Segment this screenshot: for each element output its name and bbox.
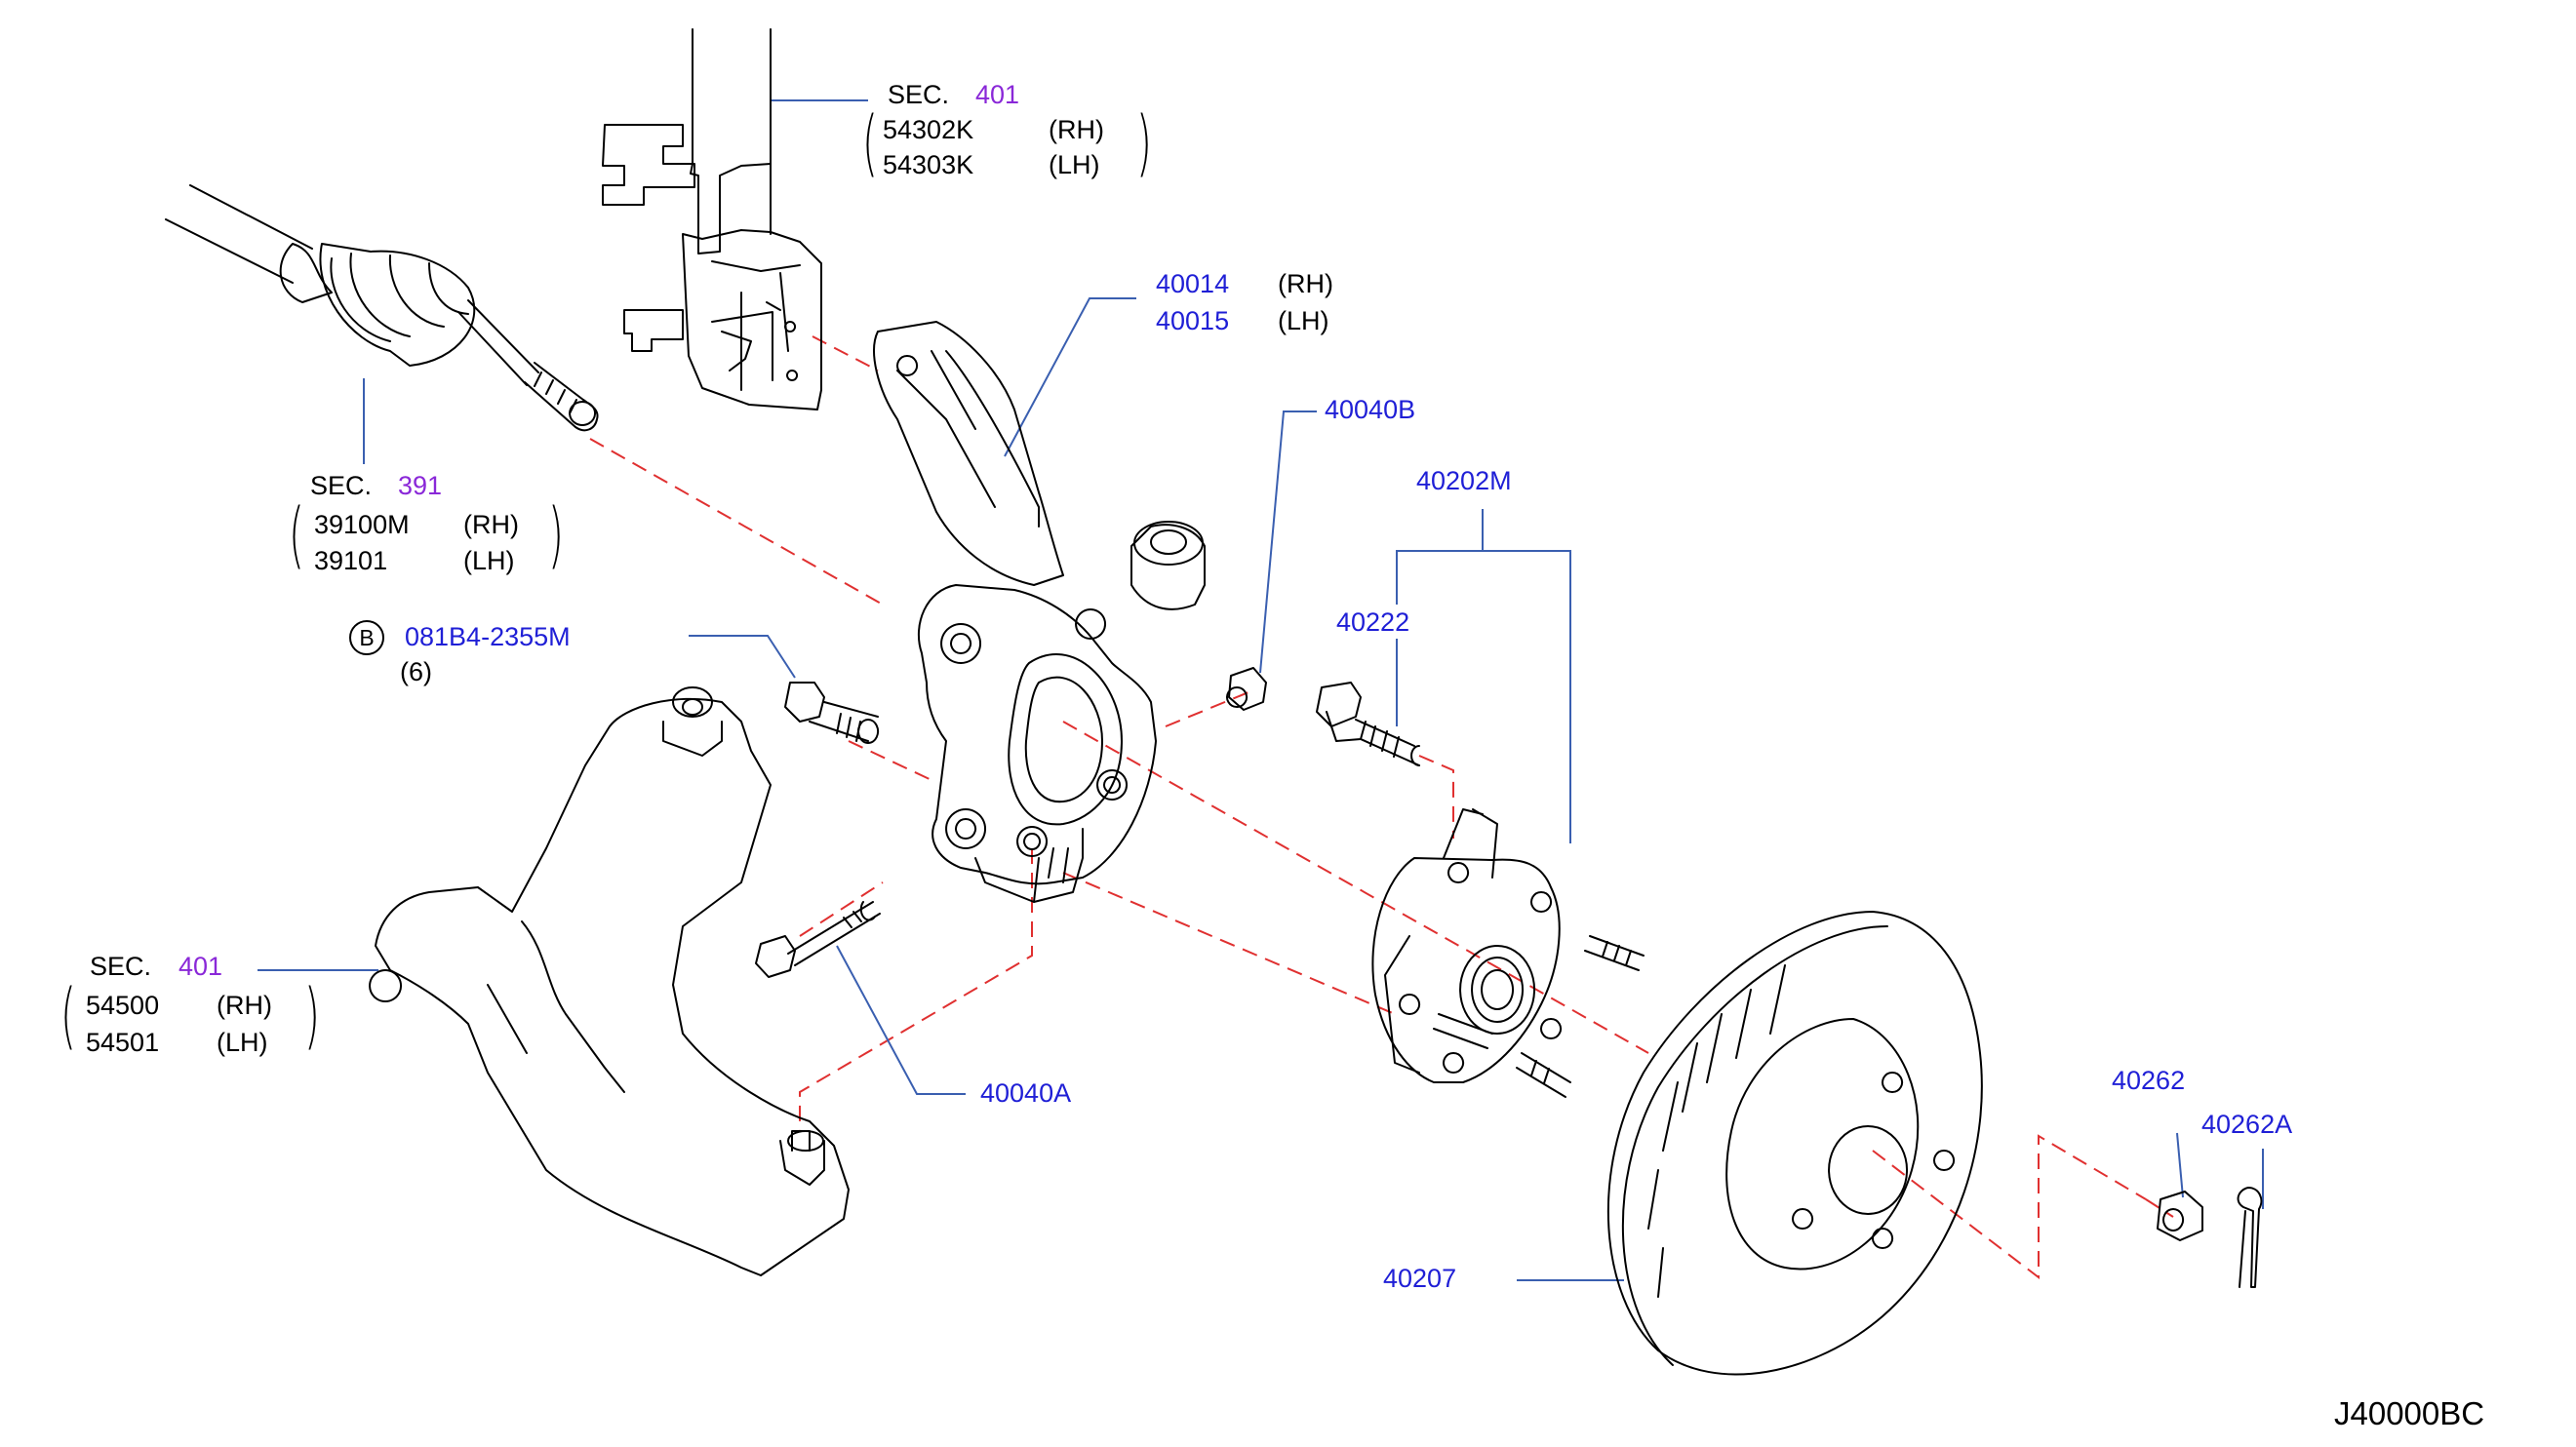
lower-arm-paren-close: ) [304,974,320,1058]
nut-40040b [1226,667,1267,711]
centerline-40040a [799,881,884,937]
leader-40040b [1259,411,1317,674]
centerline-strut-knuckle [812,335,879,372]
knuckle-side-lh: (LH) [1278,306,1329,335]
strut-paren-close: ) [1136,101,1152,185]
diagram-code: J40000BC [2334,1395,2485,1431]
assembly-centerlines [589,335,2174,1280]
centerline-driveshaft [589,438,884,606]
driveshaft-side-rh: (RH) [463,510,519,539]
steering-knuckle [873,321,1206,903]
knuckle-side-rh: (RH) [1278,269,1333,298]
driveshaft-paren-close: ) [548,493,564,577]
lower-control-arm [369,686,850,1276]
bolt-b-quantity: (6) [400,657,432,686]
lower-arm-paren-open: ( [60,974,76,1058]
lower-arm-part-rh: 54500 [86,991,160,1020]
centerline-rotor-nut [1872,1134,2147,1280]
bolt-081b4 [784,682,880,744]
lower-arm-sec-number[interactable]: 401 [178,952,223,981]
hub-nut-label[interactable]: 40262 [2112,1066,2186,1095]
leader-bolt-b [689,635,796,679]
lower-arm-sec-word: SEC. [90,952,152,981]
strut-sec-number[interactable]: 401 [975,80,1020,109]
leader-40040a [836,945,966,1095]
hub-bolt-label[interactable]: 40222 [1336,607,1410,637]
hub-bolt-40222 [1316,682,1421,767]
lower-arm-side-rh: (RH) [217,991,272,1020]
strut-side-rh: (RH) [1049,115,1104,144]
strut-part-rh: 54302K [883,115,974,144]
rotor-label[interactable]: 40207 [1383,1264,1457,1293]
driveshaft-part-rh: 39100M [314,510,410,539]
bolt-b-symbol: B [349,620,384,655]
leader-lines [258,99,2264,1281]
strut-assembly [602,28,822,411]
knuckle-part-lh[interactable]: 40015 [1156,306,1230,335]
driveshaft-paren-open: ( [289,493,304,577]
driveshaft-sec-word: SEC. [310,471,373,500]
lower-arm-side-lh: (LH) [217,1028,268,1057]
leader-40262 [2176,1132,2184,1198]
brake-rotor-40207 [1606,911,1983,1376]
driveshaft-sec-number[interactable]: 391 [398,471,443,500]
knuckle-part-rh[interactable]: 40014 [1156,269,1230,298]
cotter-pin-40262a [2237,1187,2263,1288]
bolt-40040a [755,901,881,978]
hub-assembly [1371,808,1645,1098]
centerline-40040b [1165,691,1249,727]
strut-paren-open: ( [862,101,878,185]
driveshaft-side-lh: (LH) [463,546,515,575]
leader-40202m [1396,509,1571,843]
centerline-bolts-upper [848,740,932,781]
hub-assy-label[interactable]: 40202M [1416,466,1512,495]
centerline-hub-lower [1062,872,1396,1015]
nut-40040b-label[interactable]: 40040B [1325,395,1416,424]
centerline-cotter [2145,1198,2174,1218]
strut-side-lh: (LH) [1049,150,1100,179]
strut-part-lh: 54303K [883,150,974,179]
centerline-hub-axis [1062,721,1649,1054]
drive-shaft [165,184,599,432]
lower-arm-part-lh: 54501 [86,1028,160,1057]
hub-nut-40262 [2157,1191,2203,1241]
knuckle-bolt-label[interactable]: 40040A [980,1078,1072,1108]
cotter-pin-label[interactable]: 40262A [2201,1110,2293,1139]
centerline-40222 [1418,755,1454,839]
strut-sec-word: SEC. [888,80,950,109]
leader-knuckle [1004,297,1136,457]
driveshaft-part-lh: 39101 [314,546,388,575]
bolt-b-part-number[interactable]: 081B4-2355M [405,622,571,651]
